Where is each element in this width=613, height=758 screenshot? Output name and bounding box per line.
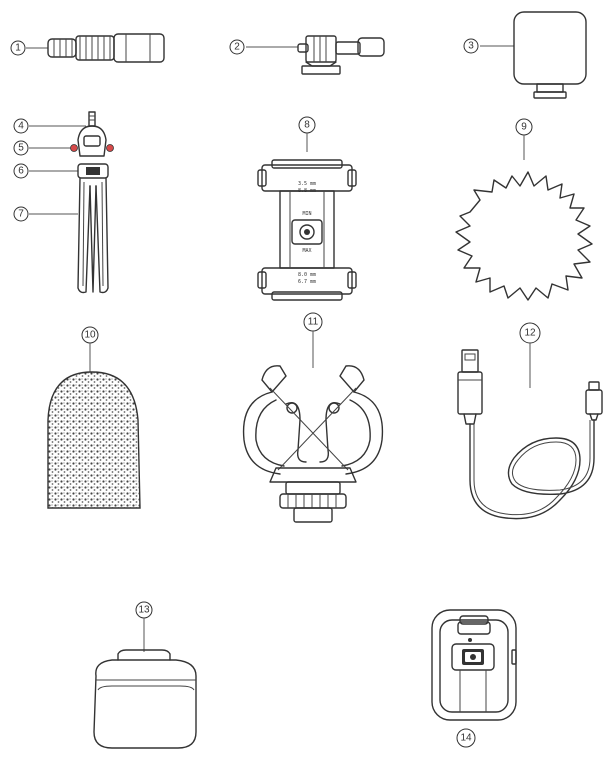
callout-11: 11 [308, 317, 319, 328]
carrying-case-item: 13 [93, 601, 197, 749]
callout-6: 6 [18, 166, 24, 177]
microphone-item: 1 [10, 33, 165, 63]
clamp-mark-top-b: 8.8 mm [298, 188, 316, 194]
callout-8: 8 [304, 120, 310, 131]
clamp-mark-min: MIN [302, 211, 311, 217]
red-knob-left [70, 144, 78, 152]
clamp-mark-bot-b: 6.7 mm [298, 279, 316, 285]
callout-2: 2 [234, 42, 240, 53]
callout-1: 1 [15, 43, 21, 54]
callout-7: 7 [18, 209, 24, 220]
callout-3: 3 [468, 41, 474, 52]
phone-clamp-item: 8 3.5 mm 8.8 mm MIN MAX 8.0 mm 6.7 mm [257, 116, 357, 301]
clamp-mark-top-a: 3.5 mm [298, 181, 316, 187]
remote-control-item: 14 [431, 609, 517, 748]
clamp-mark-bot-a: 8.0 mm [298, 272, 316, 278]
mount-adapter-item: 2 [229, 35, 385, 75]
callout-10: 10 [84, 330, 96, 341]
callout-4: 4 [18, 121, 24, 132]
callout-12: 12 [524, 328, 536, 339]
shock-mount-item: 11 [242, 312, 384, 523]
foam-windscreen-item: 10 [47, 326, 141, 509]
callout-13: 13 [138, 605, 150, 616]
furry-windscreen-item: 9 [455, 118, 593, 301]
red-knob-right [106, 144, 114, 152]
usb-cable-item: 12 [457, 322, 603, 520]
tripod-item: 4 5 6 7 [13, 111, 114, 294]
led-light-item: 3 [463, 11, 587, 99]
clamp-mark-max: MAX [302, 248, 311, 254]
callout-9: 9 [521, 122, 527, 133]
callout-5: 5 [18, 143, 24, 154]
callout-14: 14 [460, 733, 472, 744]
